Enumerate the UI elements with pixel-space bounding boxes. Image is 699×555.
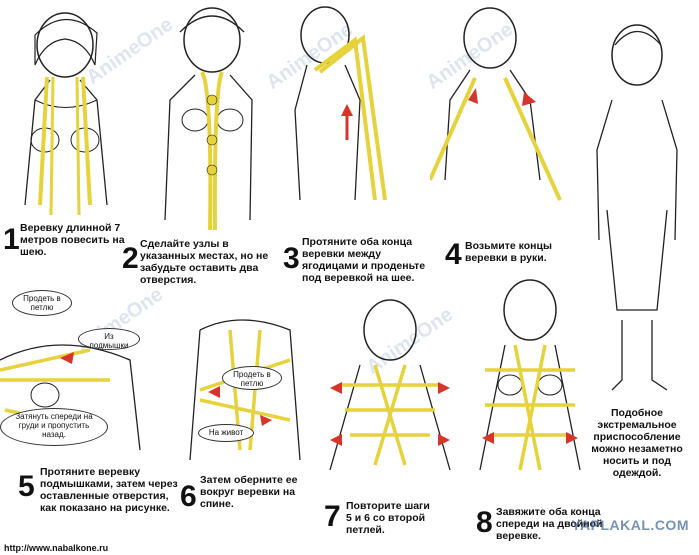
step-caption: Веревку длинной 7 метров повесить на шею…	[20, 222, 125, 258]
step-caption: Завяжите оба конца спереди на двойной ве…	[496, 506, 603, 542]
final-caption: Подобное экстремальное приспособление мо…	[591, 407, 683, 479]
callout-bubble: Из подмышки	[78, 328, 140, 350]
step-caption: Протяните веревку подмышками, затем чере…	[40, 466, 178, 514]
step-7-panel: 7 Повторите шаги 5 и 6 со второй петлей.	[320, 290, 470, 540]
step-8-panel: 8 Завяжите оба конца спереди на двойной …	[470, 260, 605, 550]
final-panel: Подобное экстремальное приспособление мо…	[575, 0, 699, 500]
callout-bubble: На живот	[198, 424, 254, 442]
brand-watermark: YAPLAKAL.COM	[571, 517, 689, 533]
step-number: 6	[180, 480, 197, 513]
step-3-panel: 3 Протяните оба конца веревки между ягод…	[283, 0, 430, 290]
step-caption: Повторите шаги 5 и 6 со второй петлей.	[346, 500, 430, 536]
step-caption: Затем оберните ее вокруг веревки на спин…	[200, 474, 298, 510]
step-4-figure	[430, 7, 562, 201]
step-2-panel: 2 Сделайте узлы в указанных местах, но н…	[122, 0, 285, 290]
step-number: 5	[18, 470, 35, 503]
step-5-panel: Продеть в петлю Из подмышки Затянуть спе…	[0, 290, 180, 520]
step-2-figure	[164, 7, 253, 230]
step-6-panel: Продеть в петлю На живот 6 Затем обернит…	[180, 290, 320, 520]
callout-bubble: Затянуть спереди на груди и пропустить н…	[0, 408, 108, 446]
dressed-figure	[596, 24, 678, 391]
step-number: 8	[476, 506, 493, 539]
step-7-figure	[329, 299, 451, 470]
step-caption: Сделайте узлы в указанных местах, но не …	[140, 238, 269, 286]
step-8-figure	[479, 279, 581, 471]
step-4-panel: 4 Возьмите концы веревки в руки.	[430, 0, 575, 290]
step-6-figure	[189, 319, 301, 460]
step-number: 3	[283, 242, 300, 275]
step-number: 7	[324, 500, 341, 533]
step-number: 1	[3, 223, 20, 256]
step-caption: Протяните оба конца веревки между ягодиц…	[302, 236, 426, 284]
footer-site-url: http://www.nabalkone.ru	[4, 543, 109, 553]
step-number: 4	[445, 238, 462, 271]
step-3-figure	[294, 6, 387, 201]
step-1-figure	[24, 12, 108, 216]
callout-bubble: Продеть в петлю	[12, 290, 72, 316]
step-caption: Возьмите концы веревки в руки.	[465, 240, 552, 264]
step-1-panel: 1 Веревку длинной 7 метров повесить на ш…	[0, 0, 140, 270]
step-number: 2	[122, 242, 139, 275]
callout-bubble: Продеть в петлю	[222, 366, 282, 390]
